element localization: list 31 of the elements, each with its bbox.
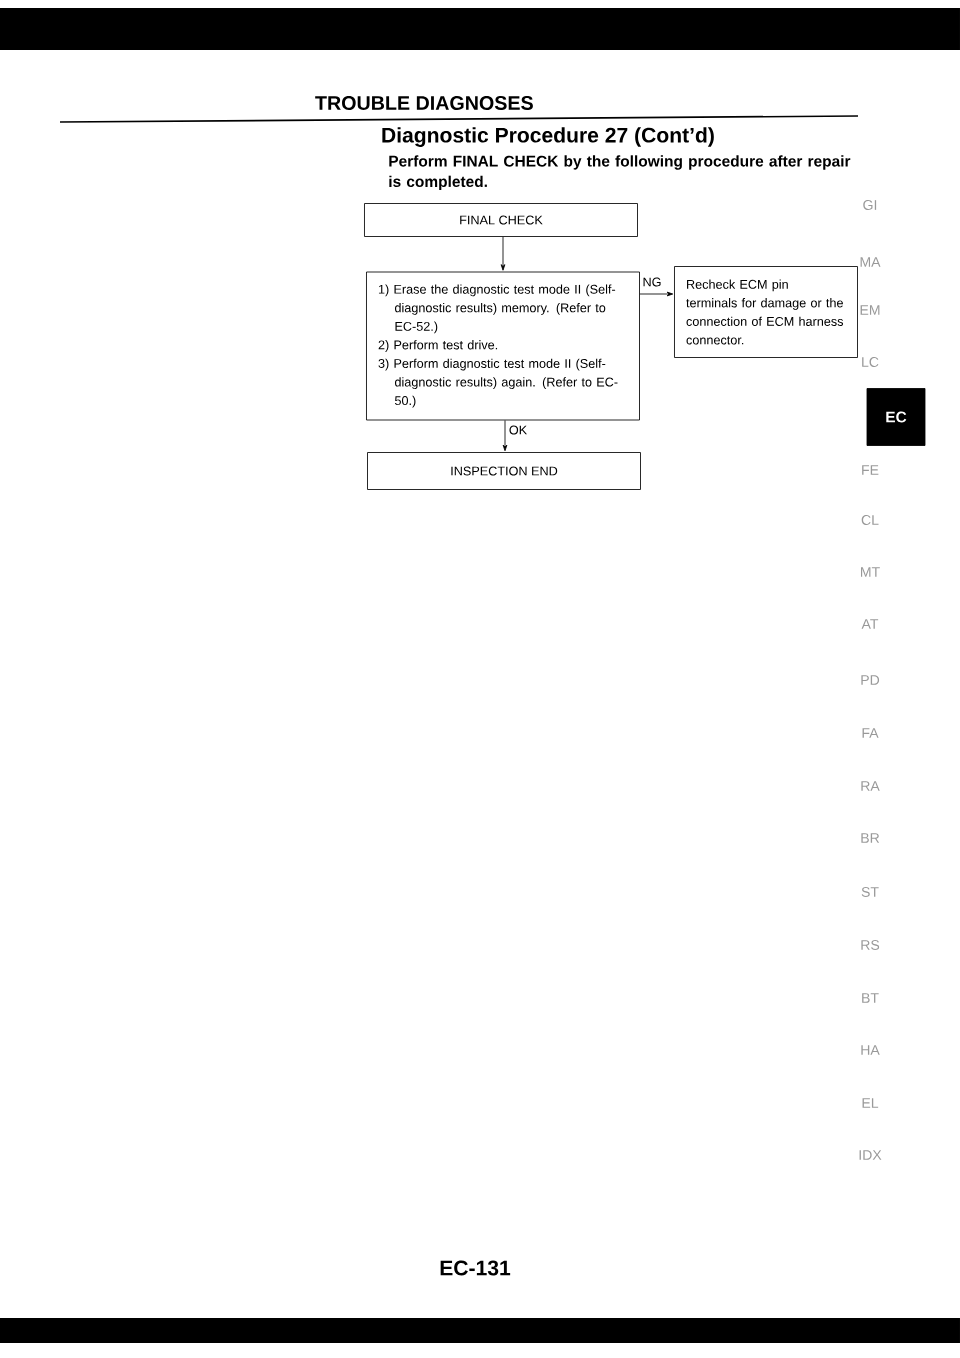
process-box: FINAL CHECK bbox=[364, 203, 638, 237]
section-tab-label: CL bbox=[861, 515, 879, 525]
section-tab-label: BR bbox=[861, 833, 880, 843]
section-tab-label: MA bbox=[860, 257, 881, 267]
section-tab-label: FE bbox=[862, 465, 879, 475]
section-heading: Diagnostic Procedure 27 (Cont’d) bbox=[382, 127, 714, 147]
section-tab-label: MT bbox=[861, 567, 880, 577]
page-number: EC-131 bbox=[440, 1260, 511, 1276]
section-tab-label: PD bbox=[861, 675, 880, 685]
section-tab-label: RA bbox=[861, 781, 880, 791]
action-box: Recheck ECM pin terminals for damage or the connection of ECM harness connector. bbox=[674, 266, 858, 358]
section-tab-label: ST bbox=[861, 887, 879, 897]
section-tab-label: RS bbox=[861, 940, 880, 950]
section-tab-label: AT bbox=[861, 619, 879, 629]
edge-label: NG bbox=[641, 276, 663, 288]
section-tab-label: IDX bbox=[859, 1150, 882, 1160]
section-tab-label: FA bbox=[862, 728, 879, 738]
section-tab-label: GI bbox=[863, 200, 877, 210]
section-tab-label: LC bbox=[862, 357, 879, 367]
page-heading: TROUBLE DIAGNOSES bbox=[315, 96, 533, 110]
arrow bbox=[639, 291, 674, 297]
process-box: 1) Erase the diagnostic test mode II (Self-diagnostic results) memory. (Refer to EC-52.) 2) Perform test drive. 3) Perform diagnostic test mode II (Self-diagnostic results) again. (Refer to EC-50.) bbox=[366, 271, 640, 421]
intro-text: Perform FINAL CHECK by the following procedure after repair is completed. bbox=[389, 155, 851, 191]
edge-label: OK bbox=[507, 424, 529, 436]
section-tab-label: EL bbox=[862, 1098, 879, 1108]
section-tab-label: BT bbox=[862, 993, 879, 1003]
arrow bbox=[500, 236, 506, 271]
process-box: INSPECTION END bbox=[367, 452, 641, 490]
arrow bbox=[502, 420, 508, 452]
section-tab: EC bbox=[866, 388, 926, 446]
section-tab-label: HA bbox=[861, 1045, 880, 1055]
